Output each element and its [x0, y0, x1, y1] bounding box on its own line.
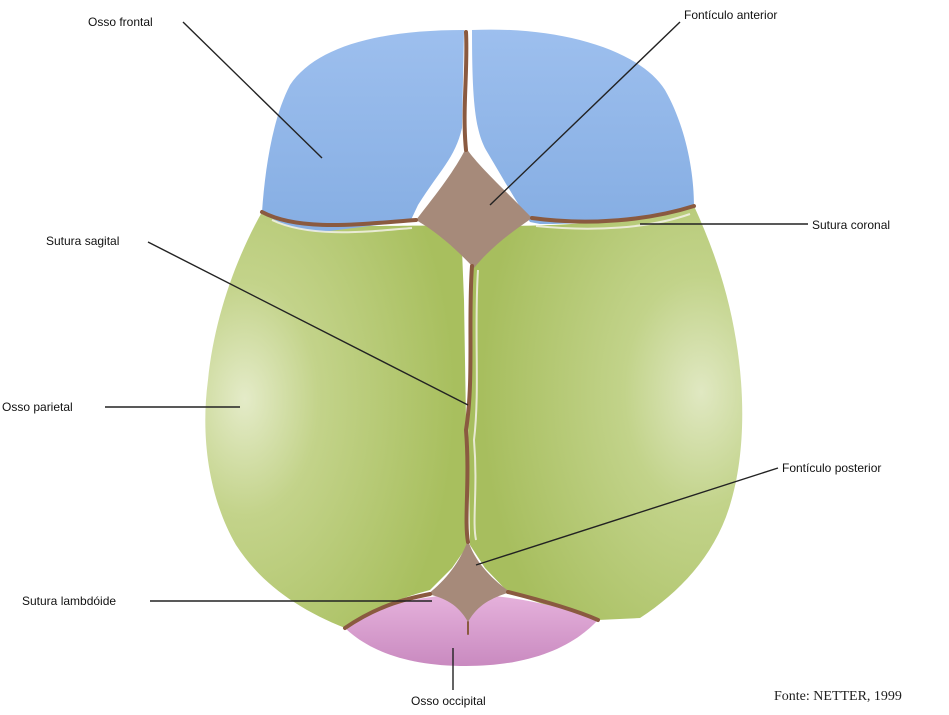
- label-osso-parietal: Osso parietal: [2, 400, 73, 414]
- source-credit: Fonte: NETTER, 1999: [774, 689, 902, 704]
- label-fonticulo-anterior: Fontículo anterior: [684, 8, 778, 22]
- left-parietal-bone: [205, 212, 468, 628]
- leader-fonticulo-posterior: [475, 467, 779, 566]
- right-parietal-bone: [468, 206, 743, 620]
- coronal-suture-right: [530, 204, 696, 224]
- label-osso-frontal: Osso frontal: [88, 15, 153, 29]
- posterior-fontanelle: [428, 540, 510, 622]
- frontal-bone-right: [472, 29, 694, 224]
- label-sutura-sagital: Sutura sagital: [46, 234, 120, 248]
- leader-fonticulo-anterior: [489, 21, 681, 206]
- label-sutura-coronal: Sutura coronal: [812, 218, 891, 232]
- frontal-bone-left: [262, 30, 464, 232]
- coronal-suture-left: [260, 210, 418, 227]
- metopic-suture: [462, 30, 469, 152]
- lambdoid-suture-left: [343, 592, 432, 630]
- lambdoid-suture-right: [506, 590, 600, 622]
- label-fonticulo-posterior: Fontículo posterior: [782, 461, 882, 475]
- leader-sutura-sagital: [147, 241, 469, 406]
- occipital-bone: [345, 594, 598, 666]
- anterior-fontanelle: [416, 148, 532, 268]
- sagittal-suture: [463, 264, 474, 544]
- label-sutura-lambdoide: Sutura lambdóide: [22, 594, 117, 608]
- leader-osso-frontal: [182, 21, 323, 159]
- label-osso-occipital: Osso occipital: [411, 694, 486, 708]
